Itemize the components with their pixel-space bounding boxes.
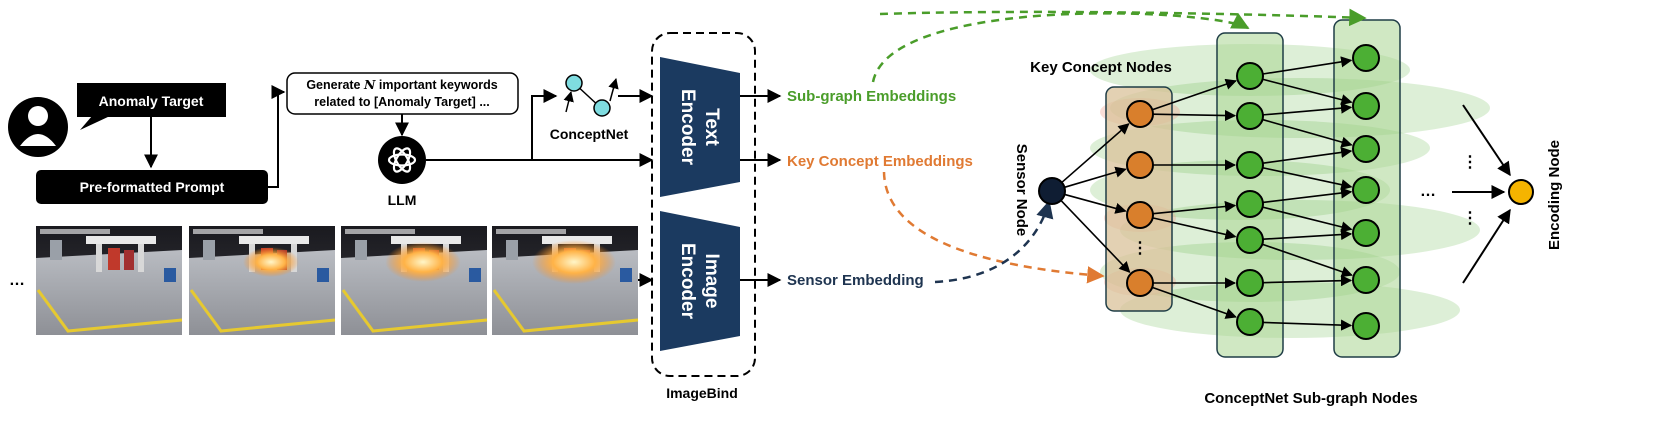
key-concept-dashed-arrow bbox=[882, 171, 1105, 284]
graph-edge bbox=[1060, 199, 1131, 273]
subgraph-nodes-title: ConceptNet Sub-graph Nodes bbox=[1204, 390, 1417, 407]
key-concept-node bbox=[1126, 269, 1154, 297]
graph-edge bbox=[1064, 166, 1127, 189]
video-frame bbox=[341, 226, 488, 335]
prompt-label: Pre-formatted Prompt bbox=[80, 179, 225, 195]
encoding-vdots-bottom: ⋮ bbox=[1462, 210, 1478, 227]
sensor-node bbox=[1038, 177, 1066, 205]
pre-formatted-prompt-box: Pre-formatted Prompt bbox=[36, 170, 268, 204]
image-encoder: Image Encoder bbox=[660, 211, 740, 351]
user-avatar-icon bbox=[8, 97, 68, 157]
subgraph-node bbox=[1352, 135, 1380, 163]
graph-edges bbox=[1060, 56, 1353, 331]
encoding-vdots-top: ⋮ bbox=[1462, 154, 1478, 171]
key-concept-column bbox=[1105, 86, 1173, 312]
video-frames bbox=[36, 226, 639, 335]
conceptnet-label: ConceptNet bbox=[550, 126, 629, 142]
graph-edge bbox=[1152, 200, 1237, 215]
graph-edge bbox=[1152, 78, 1237, 111]
subgraph-node bbox=[1236, 102, 1264, 130]
video-frame bbox=[36, 226, 183, 335]
graph-edge bbox=[1152, 109, 1237, 122]
graph-edge bbox=[1262, 102, 1353, 116]
subgraph-node bbox=[1236, 151, 1264, 179]
graph-edge bbox=[1262, 187, 1353, 204]
subgraph-node bbox=[1236, 62, 1264, 90]
conceptnet-icon bbox=[563, 74, 619, 117]
sensor-node-label: Sensor Node bbox=[1013, 144, 1030, 237]
subgraph-node bbox=[1236, 269, 1264, 297]
video-frame bbox=[492, 226, 639, 335]
prompt-to-query-arrow bbox=[268, 85, 286, 188]
text-encoder-line2: Encoder bbox=[677, 89, 698, 166]
anomaly-target-bubble: Anomaly Target bbox=[77, 83, 226, 130]
subgraph-node bbox=[1236, 226, 1264, 254]
graph-edge bbox=[1262, 243, 1353, 278]
encoding-node bbox=[1508, 179, 1534, 205]
image-encoder-line2: Encoder bbox=[677, 243, 698, 320]
encoding-hdots: … bbox=[1420, 183, 1436, 200]
subgraph-node bbox=[1352, 44, 1380, 72]
llm-label: LLM bbox=[388, 192, 417, 208]
subgraph-embeddings-label: Sub-graph Embeddings bbox=[787, 88, 956, 105]
llm-icon bbox=[378, 136, 426, 184]
subgraph-node bbox=[1352, 312, 1380, 340]
encoding-in-arrow-top bbox=[1462, 104, 1511, 177]
graph-edge bbox=[1262, 78, 1353, 106]
text-encoder: Text Encoder bbox=[660, 57, 740, 197]
text-encoder-line1: Text bbox=[701, 108, 722, 146]
imagebind-label: ImageBind bbox=[666, 385, 738, 401]
graph-edge bbox=[1262, 56, 1353, 75]
imagebind-box bbox=[651, 32, 756, 377]
key-concept-node bbox=[1126, 151, 1154, 179]
anomaly-target-label: Anomaly Target bbox=[99, 93, 204, 109]
subgraph-dashed-arrow-2 bbox=[879, 8, 1367, 27]
key-concept-vdots: ⋮ bbox=[1132, 240, 1148, 257]
key-concept-node bbox=[1126, 100, 1154, 128]
subgraph-node bbox=[1236, 190, 1264, 218]
graph-edge bbox=[1262, 146, 1353, 165]
encoding-in-arrow-bottom bbox=[1462, 208, 1511, 284]
subgraph-node bbox=[1352, 219, 1380, 247]
sensor-dashed-arrow bbox=[934, 200, 1054, 284]
key-concept-node bbox=[1126, 201, 1154, 229]
graph-edge bbox=[1064, 193, 1127, 214]
image-encoder-line1: Image bbox=[701, 254, 722, 309]
graph-edge bbox=[1262, 206, 1353, 233]
query-line1: Generate N important keywords bbox=[306, 77, 497, 92]
subgraph-node bbox=[1352, 266, 1380, 294]
encoding-node-label: Encoding Node bbox=[1546, 140, 1563, 250]
graph-edge bbox=[1061, 123, 1130, 184]
graph-nodes bbox=[1126, 44, 1380, 340]
key-concept-embeddings-label: Key Concept Embeddings bbox=[787, 153, 973, 170]
frames-ellipsis: … bbox=[9, 272, 25, 289]
llm-query-box: Generate N important keywords related to… bbox=[286, 72, 519, 115]
llm-to-conceptnet-arrow bbox=[531, 89, 558, 160]
video-frame bbox=[189, 226, 336, 335]
graph-edge bbox=[1151, 286, 1237, 319]
graph-edge bbox=[1152, 217, 1237, 240]
graph-edge bbox=[1262, 319, 1353, 331]
graph-edge bbox=[1262, 228, 1353, 241]
graph-edge bbox=[1262, 166, 1353, 191]
sensor-embedding-label: Sensor Embedding bbox=[787, 272, 924, 289]
subgraph-node bbox=[1352, 176, 1380, 204]
subgraph-node bbox=[1352, 92, 1380, 120]
graph-edge bbox=[1262, 275, 1353, 287]
key-concept-nodes-title: Key Concept Nodes bbox=[1030, 59, 1172, 76]
subgraph-node bbox=[1236, 308, 1264, 336]
graph-edge bbox=[1262, 118, 1353, 148]
subgraph-dashed-arrow-1 bbox=[871, 12, 1250, 83]
query-line2: related to [Anomaly Target] ... bbox=[314, 95, 490, 109]
